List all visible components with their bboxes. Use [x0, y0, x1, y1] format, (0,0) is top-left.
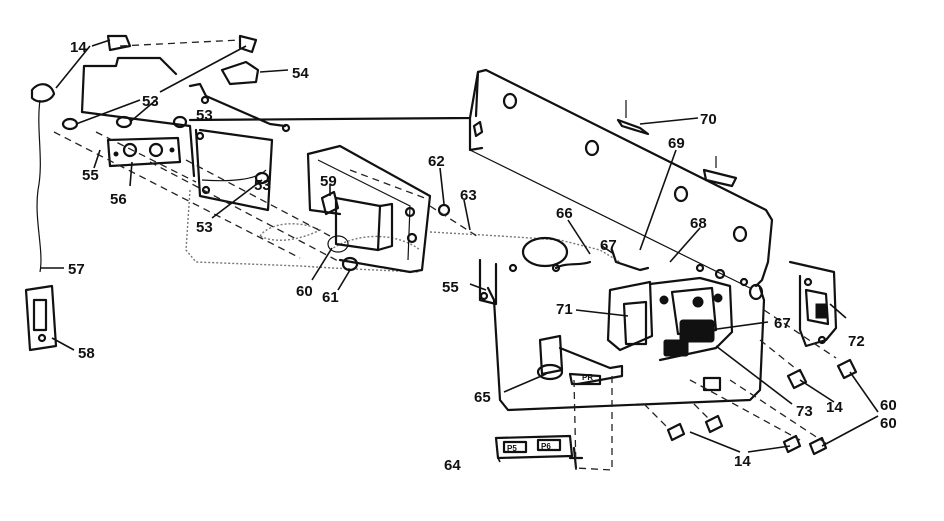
callout-67a: 67 [600, 237, 617, 254]
callout-59: 59 [320, 173, 337, 190]
callout-53c: 53 [254, 177, 271, 194]
callout-63: 63 [460, 187, 477, 204]
callout-54: 54 [292, 65, 309, 82]
callout-69: 69 [668, 135, 685, 152]
callout-55a: 55 [82, 167, 99, 184]
callout-58: 58 [78, 345, 95, 362]
center-box-assembly [306, 144, 432, 274]
callout-61: 61 [322, 289, 339, 306]
side-bracket-72 [788, 260, 838, 348]
callout-65: 65 [474, 389, 491, 406]
left-hardware [24, 34, 451, 352]
callout-14c: 14 [734, 453, 751, 470]
callout-60a: 60 [296, 283, 313, 300]
callout-60c: 60 [880, 415, 897, 432]
switch-panel [478, 236, 766, 412]
chassis-outline [185, 189, 621, 273]
callout-55b: 55 [442, 279, 459, 296]
callout-numbers: 14 53 53 53 53 54 55 55 56 57 58 59 60 6… [68, 39, 897, 474]
callout-57: 57 [68, 261, 85, 278]
callout-66: 66 [556, 205, 573, 222]
callout-71: 71 [556, 301, 573, 318]
clip-part-70 [616, 100, 738, 188]
callout-72: 72 [848, 333, 865, 350]
assembly-guide-lines [53, 39, 837, 471]
screw-set [666, 358, 858, 456]
callout-73: 73 [796, 403, 813, 420]
main-mounting-bracket [188, 68, 774, 301]
callout-53d: 53 [196, 219, 213, 236]
callout-64: 64 [444, 457, 461, 474]
callout-14a: 14 [70, 39, 87, 56]
callout-67b: 67 [774, 315, 791, 332]
callout-56: 56 [110, 191, 127, 208]
callout-leaders [40, 39, 879, 463]
callout-70: 70 [700, 111, 717, 128]
callout-53b: 53 [196, 107, 213, 124]
callout-68: 68 [690, 215, 707, 232]
capacitor-part [536, 334, 624, 386]
bracket-tag-label: PR [582, 373, 593, 382]
callout-14b: 14 [826, 399, 843, 416]
callout-53a: 53 [142, 93, 159, 110]
callout-62: 62 [428, 153, 445, 170]
callout-60b: 60 [880, 397, 897, 414]
terminal-block-part: P5 P6 [494, 434, 584, 470]
plate-left-label: P5 [507, 444, 517, 453]
plate-right-label: P6 [541, 442, 551, 451]
